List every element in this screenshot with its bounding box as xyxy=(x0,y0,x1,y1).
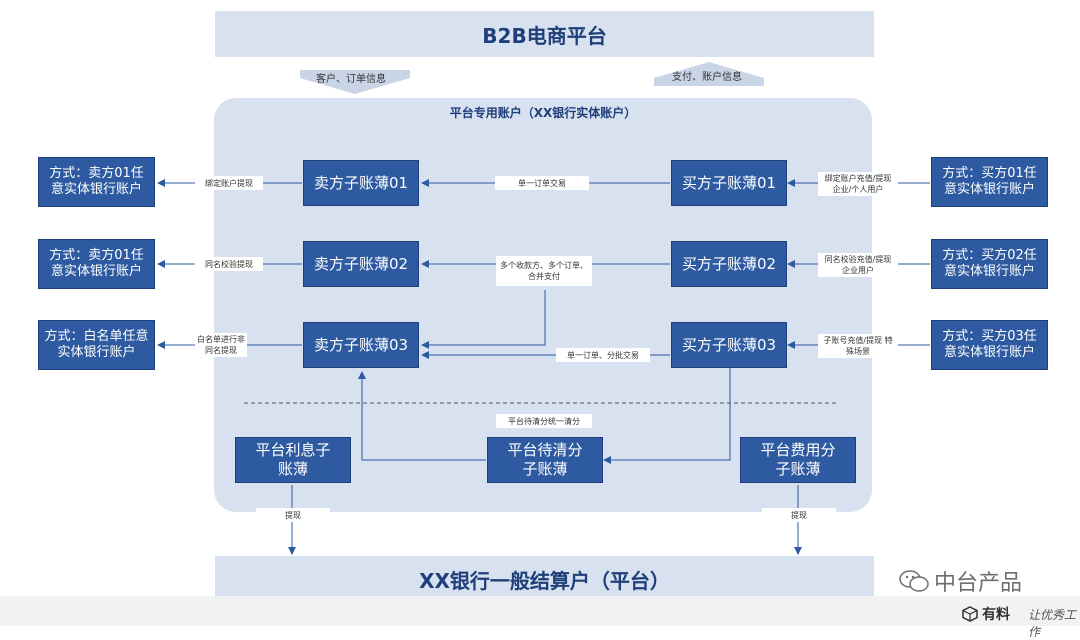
platform-pending-book: 平台待清分子账薄 xyxy=(487,437,603,483)
whitelist-withdraw-label: 白名单进行非同名提现 xyxy=(195,333,247,357)
single-order-trade-label: 单一订单交易 xyxy=(495,176,589,190)
seller-book-02: 卖方子账薄02 xyxy=(303,241,419,287)
footer-bar xyxy=(0,596,1080,626)
buyer-external-account-01: 方式：买方01任意实体银行账户 xyxy=(931,157,1048,207)
bound-recharge-label: 绑定账户充值/提现 企业/个人用户 xyxy=(818,172,898,196)
wechat-icon xyxy=(899,570,929,592)
connector-lines xyxy=(157,179,930,555)
brand-name: 有料 xyxy=(982,607,1010,623)
brand-cube-icon xyxy=(962,606,978,622)
buyer-book-01: 买方子账薄01 xyxy=(671,160,787,206)
buyer-book-03: 买方子账薄03 xyxy=(671,322,787,368)
bound-withdraw-label: 绑定账户提现 xyxy=(195,176,263,190)
same-name-recharge-label: 同名校验充值/提现 企业用户 xyxy=(818,253,898,277)
buyer-external-account-02: 方式：买方02任意实体银行账户 xyxy=(931,239,1048,289)
platform-interest-book: 平台利息子账薄 xyxy=(235,437,351,483)
buyer-book-02: 买方子账薄02 xyxy=(671,241,787,287)
down-arrow-shape xyxy=(300,70,410,94)
seller-book-01: 卖方子账薄01 xyxy=(303,160,419,206)
interest-withdraw-label: 提现 xyxy=(256,508,330,522)
transfer-arrows xyxy=(300,62,764,94)
bank-settlement-banner: XX银行一般结算户（平台） xyxy=(215,556,874,602)
seller-external-account-02: 方式：卖方01任意实体银行账户 xyxy=(38,239,155,289)
platform-account-title: 平台专用账户（XX银行实体账户） xyxy=(449,106,637,120)
batch-trade-label: 单一订单、分批交易 xyxy=(556,348,650,362)
platform-fee-book: 平台费用分子账薄 xyxy=(740,437,856,483)
up-arrow-shape xyxy=(654,62,764,86)
fee-withdraw-label: 提现 xyxy=(762,508,836,522)
payment-account-info-label: 支付、账户信息 xyxy=(672,72,742,83)
whitelist-external-account: 方式：白名单任意实体银行账户 xyxy=(38,320,155,370)
customer-order-info-label: 客户、订单信息 xyxy=(316,74,386,85)
pending-clear-label: 平台待清分统一清分 xyxy=(496,414,592,428)
brand-slogan: 让优秀工作 xyxy=(1028,608,1077,639)
platform-banner: B2B电商平台 xyxy=(215,11,874,57)
buyer-external-account-03: 方式：买方03任意实体银行账户 xyxy=(931,320,1048,370)
sub-account-recharge-label: 子账号充值/提现 特殊场景 xyxy=(818,334,898,358)
seller-external-account-01: 方式：卖方01任意实体银行账户 xyxy=(38,157,155,207)
same-name-withdraw-label: 同名校验提现 xyxy=(195,257,263,271)
brand-logo: 有料 xyxy=(962,604,1010,624)
watermark-name: 中台产品 xyxy=(934,571,1023,596)
merged-payment-label: 多个收款方、多个订单、合并支付 xyxy=(496,256,592,286)
seller-book-03: 卖方子账薄03 xyxy=(303,322,419,368)
